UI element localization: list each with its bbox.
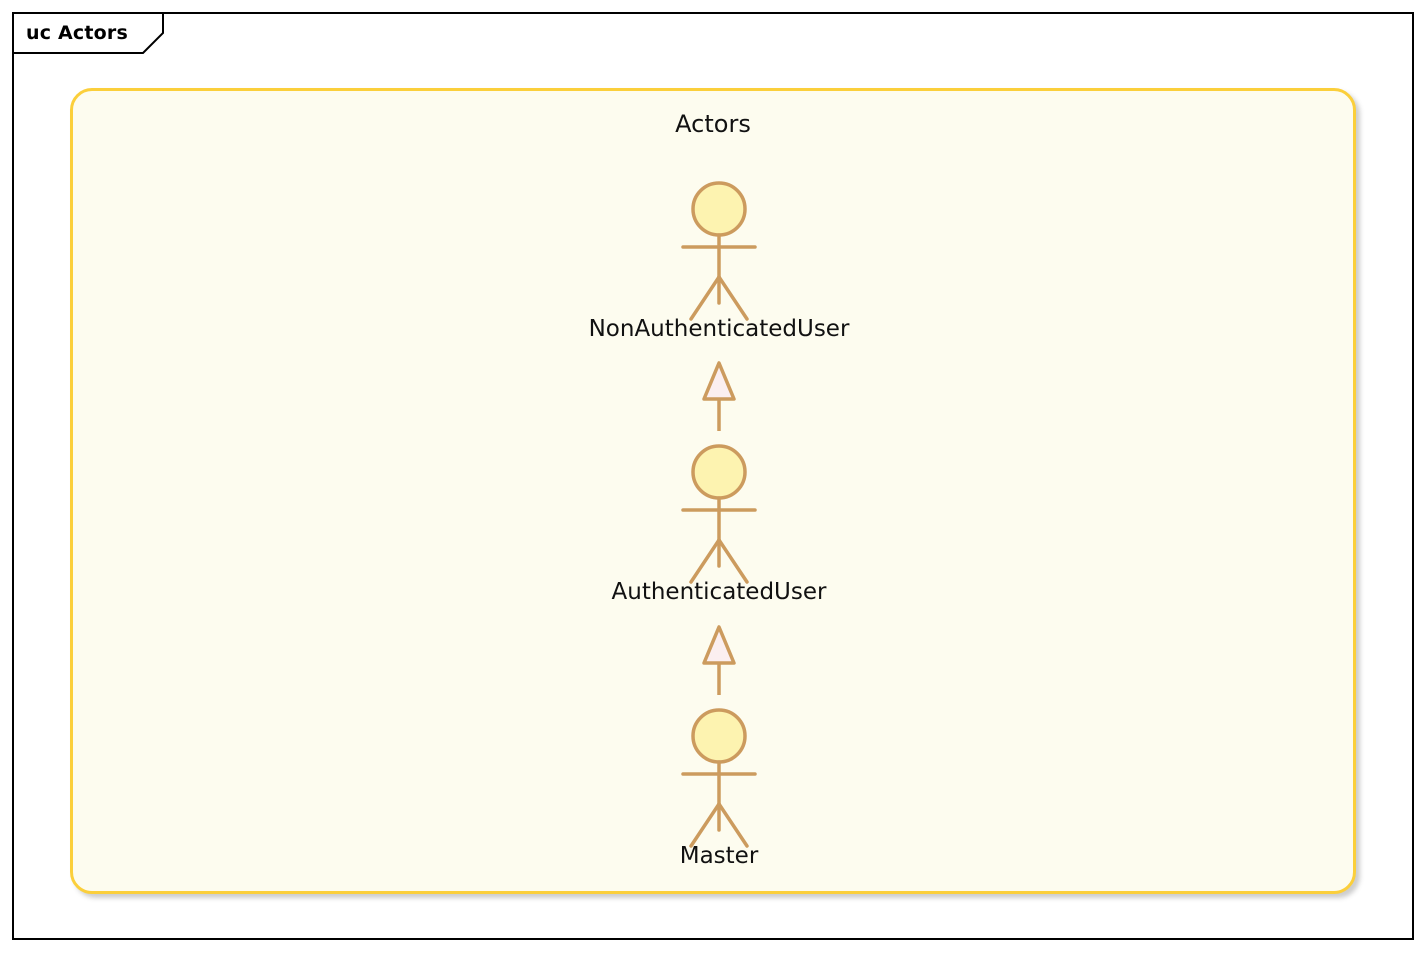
frame-tab-label: uc Actors	[26, 22, 128, 44]
generalization-authenticated-to-nonauthenticated[interactable]	[702, 361, 736, 431]
actor-authenticated-user[interactable]	[681, 444, 757, 584]
actor-master[interactable]	[681, 708, 757, 848]
hollow-triangle-arrowhead-icon	[702, 625, 736, 665]
actor-head-icon	[691, 708, 747, 764]
actor-head-icon	[691, 181, 747, 237]
generalization-master-to-authenticated[interactable]	[702, 625, 736, 695]
actors-svg	[681, 181, 757, 848]
actor-label-authenticated-user: AuthenticatedUser	[611, 579, 827, 605]
actor-head-icon	[691, 444, 747, 500]
actor-left-leg-line	[689, 802, 721, 848]
frame-name-tab: uc Actors	[12, 12, 164, 54]
actors-diagram-canvas	[73, 91, 1359, 897]
frame-tab-shape	[12, 12, 164, 54]
actor-left-leg-line	[689, 538, 721, 584]
actor-right-leg-line	[717, 275, 749, 321]
actor-left-leg-line	[689, 275, 721, 321]
actor-label-non-authenticated-user: NonAuthenticatedUser	[588, 316, 850, 342]
package-actors[interactable]: Actors	[70, 88, 1356, 894]
actor-right-leg-line	[717, 802, 749, 848]
actor-non-authenticated-user[interactable]	[681, 181, 757, 321]
actor-right-leg-line	[717, 538, 749, 584]
actor-label-master: Master	[679, 843, 759, 869]
package-title: Actors	[675, 110, 751, 138]
hollow-triangle-arrowhead-icon	[702, 361, 736, 401]
